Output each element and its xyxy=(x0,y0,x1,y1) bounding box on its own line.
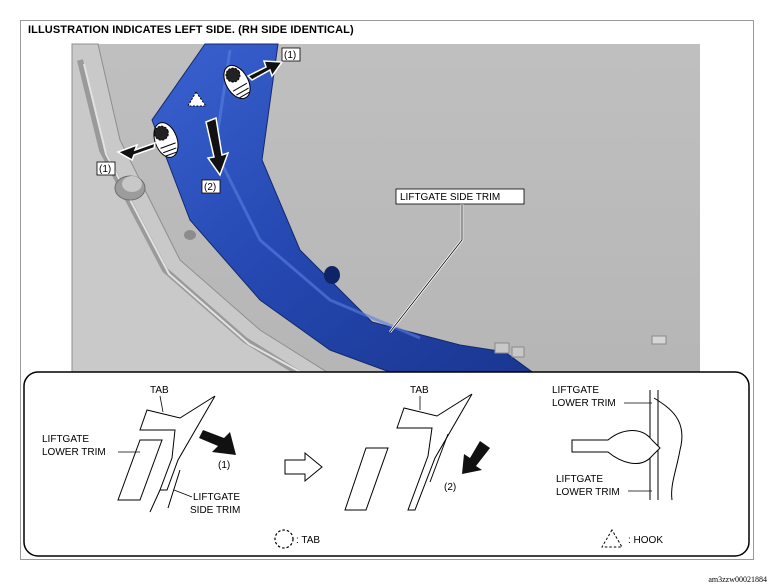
lower-trim-label-3b: LOWER TRIM xyxy=(552,398,616,409)
clip-tab-top xyxy=(223,64,251,100)
detail-step1: TAB LIFTGATE LOWER TRIM LIFTGATE SIDE TR… xyxy=(42,385,240,516)
small-clip xyxy=(651,335,667,345)
detail-panel xyxy=(23,371,750,557)
next-step-arrow-icon xyxy=(284,451,323,483)
lower-trim-label-3d: LOWER TRIM xyxy=(556,487,620,498)
callout-step1-left: (1) xyxy=(99,164,111,175)
side-trim-label-1a: LIFTGATE xyxy=(193,492,240,503)
legend-hook-text: : HOOK xyxy=(628,535,663,546)
step-label-2: (2) xyxy=(444,482,456,493)
lower-trim-label-3a: LIFTGATE xyxy=(552,385,599,396)
trim-hole xyxy=(324,266,340,284)
step2-arrow-icon xyxy=(462,441,490,474)
clip-tab-left xyxy=(153,122,179,158)
figure-title: ILLUSTRATION INDICATES LEFT SIDE. (RH SI… xyxy=(28,24,354,36)
pull-arrow-left-icon xyxy=(116,141,156,162)
pull-arrow-top-icon xyxy=(246,60,284,81)
tab-label-2: TAB xyxy=(410,385,429,396)
hook-marker-icon xyxy=(187,91,207,107)
tab-label-1: TAB xyxy=(150,385,169,396)
detail-hook-section: LIFTGATE LOWER TRIM LIFTGATE LOWER TRIM xyxy=(552,385,683,501)
figure-frame xyxy=(20,20,754,560)
detail-step2: TAB (2) xyxy=(344,385,490,511)
side-trim-label-1b: SIDE TRIM xyxy=(190,505,240,516)
liftgate-side-trim xyxy=(151,43,537,375)
legend-tab-text: : TAB xyxy=(296,535,320,546)
callout-step2: (2) xyxy=(204,182,216,193)
callout-step1-top: (1) xyxy=(284,50,296,61)
legend: : TAB : HOOK xyxy=(274,529,663,549)
lower-trim-label-3c: LIFTGATE xyxy=(556,474,603,485)
lower-trim-label-1a: LIFTGATE xyxy=(42,434,89,445)
photo-area: (1) (1) (2) LIFTGATE SIDE TRIM xyxy=(71,43,700,377)
slide-down-arrow-icon xyxy=(205,116,230,177)
step-label-1: (1) xyxy=(218,460,230,471)
document-id: am3zzw00021884 xyxy=(708,575,767,584)
tab-legend-icon xyxy=(274,529,294,549)
step1-arrow-icon xyxy=(199,430,236,455)
hook-legend-icon xyxy=(601,529,623,548)
bolt-stud-icon xyxy=(114,175,196,240)
liftgate-side-trim-label: LIFTGATE SIDE TRIM xyxy=(400,192,500,203)
lower-trim-label-1b: LOWER TRIM xyxy=(42,447,106,458)
